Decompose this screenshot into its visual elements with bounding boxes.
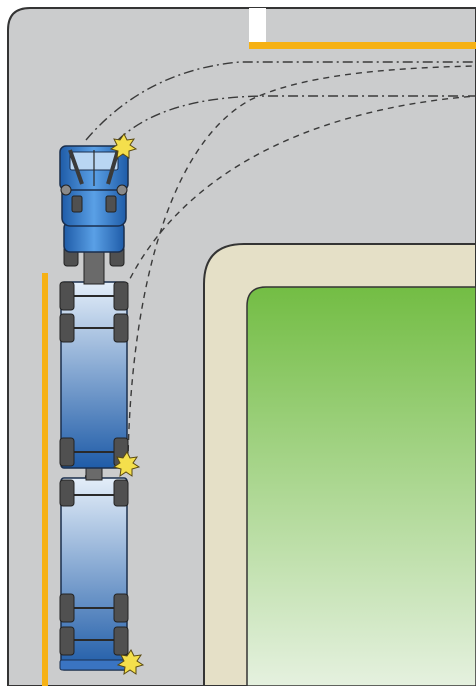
wheel (113, 281, 129, 311)
wheel (59, 313, 75, 343)
wheel (59, 626, 75, 656)
wheel (113, 626, 129, 656)
grass-area (246, 286, 476, 686)
fifth-wheel (83, 247, 105, 285)
front-outer-path (85, 61, 476, 141)
swept-path-lines (73, 61, 476, 669)
exhaust-stack (68, 149, 84, 185)
white-lane-marker (249, 8, 266, 42)
left-lane-line (42, 273, 48, 686)
rear-trailer-corner-star (116, 649, 145, 676)
tractor (59, 145, 129, 285)
front-corner-star (109, 133, 138, 160)
wheel (113, 479, 129, 507)
wheel (59, 479, 75, 507)
rear-trailer (59, 477, 129, 671)
wheel (113, 313, 129, 343)
lead-trailer (59, 281, 129, 469)
wheel (59, 281, 75, 311)
top-lane-line (249, 42, 476, 49)
exhaust-stack (106, 149, 120, 185)
wheel (59, 593, 75, 623)
left-mirror (60, 184, 72, 196)
wheel (59, 437, 75, 467)
wheel (113, 593, 129, 623)
wheel (105, 195, 117, 213)
right-mirror (116, 184, 128, 196)
rear-trailer-offtrack-path (73, 95, 476, 669)
lead-trailer-offtrack-path (127, 65, 476, 463)
wheel (71, 195, 83, 213)
lead-trailer-corner-star (112, 451, 141, 478)
truck-double-trailer (59, 133, 145, 676)
